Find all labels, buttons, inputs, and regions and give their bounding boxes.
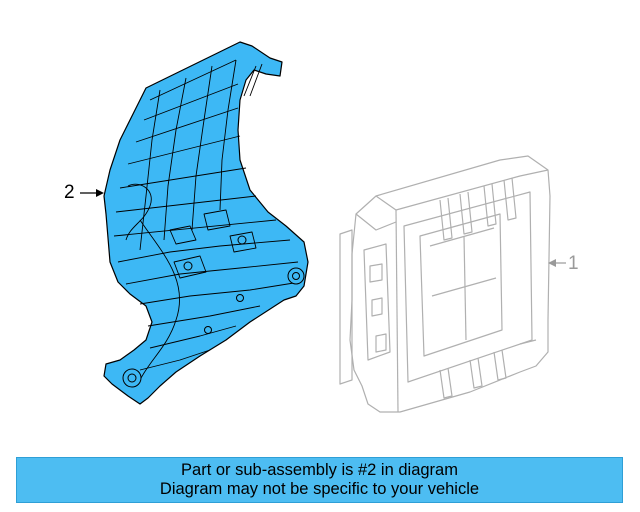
parts-diagram xyxy=(80,41,566,413)
callout-number-2: 2 xyxy=(64,182,75,203)
info-banner: Part or sub-assembly is #2 in diagram Di… xyxy=(16,457,623,503)
leader-line-1 xyxy=(548,259,566,267)
part-2-bracket[interactable] xyxy=(103,41,309,405)
callout-number-1: 1 xyxy=(568,253,579,274)
leader-line-2 xyxy=(80,189,104,197)
banner-line-1: Part or sub-assembly is #2 in diagram xyxy=(181,461,458,479)
part-1-module[interactable] xyxy=(339,155,551,413)
banner-line-2: Diagram may not be specific to your vehi… xyxy=(159,480,480,498)
